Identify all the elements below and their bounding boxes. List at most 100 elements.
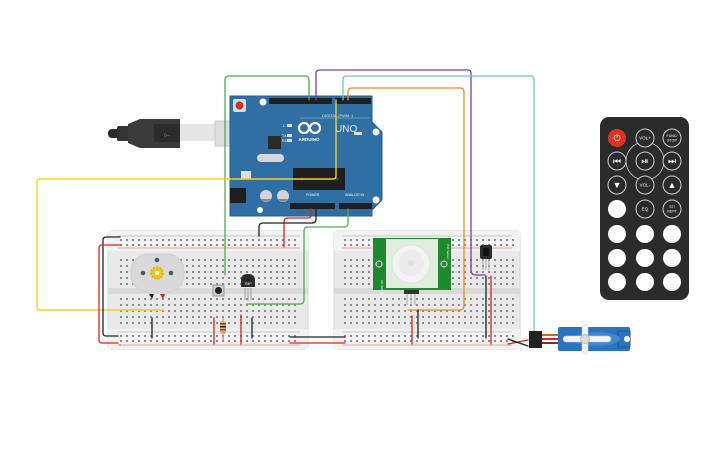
breadboard-hole[interactable]: [228, 310, 230, 312]
breadboard-hole[interactable]: [186, 244, 188, 246]
breadboard-hole[interactable]: [458, 259, 460, 261]
breadboard-hole[interactable]: [482, 310, 484, 312]
breadboard-hole[interactable]: [228, 298, 230, 300]
breadboard-hole[interactable]: [156, 310, 158, 312]
breadboard-hole[interactable]: [482, 322, 484, 324]
breadboard-hole[interactable]: [422, 298, 424, 300]
breadboard-hole[interactable]: [368, 310, 370, 312]
breadboard-hole[interactable]: [446, 316, 448, 318]
breadboard-hole[interactable]: [150, 310, 152, 312]
breadboard-hole[interactable]: [392, 316, 394, 318]
breadboard-hole[interactable]: [512, 335, 514, 337]
breadboard-hole[interactable]: [350, 322, 352, 324]
breadboard-hole[interactable]: [506, 316, 508, 318]
breadboard-hole[interactable]: [356, 239, 358, 241]
remote-button-digit-9[interactable]: 9: [663, 273, 681, 291]
breadboard-hole[interactable]: [276, 340, 278, 342]
breadboard-hole[interactable]: [476, 310, 478, 312]
breadboard-hole[interactable]: [440, 322, 442, 324]
breadboard-hole[interactable]: [282, 316, 284, 318]
breadboard-hole[interactable]: [350, 298, 352, 300]
breadboard-hole[interactable]: [464, 310, 466, 312]
breadboard-hole[interactable]: [258, 298, 260, 300]
breadboard-hole[interactable]: [362, 298, 364, 300]
breadboard-hole[interactable]: [386, 310, 388, 312]
breadboard-hole[interactable]: [252, 335, 254, 337]
breadboard-hole[interactable]: [392, 322, 394, 324]
breadboard-hole[interactable]: [246, 316, 248, 318]
breadboard-hole[interactable]: [482, 271, 484, 273]
breadboard-hole[interactable]: [506, 298, 508, 300]
breadboard-hole[interactable]: [398, 340, 400, 342]
breadboard-hole[interactable]: [488, 340, 490, 342]
breadboard-hole[interactable]: [138, 316, 140, 318]
breadboard-hole[interactable]: [512, 304, 514, 306]
breadboard-hole[interactable]: [186, 322, 188, 324]
breadboard-hole[interactable]: [476, 335, 478, 337]
breadboard-hole[interactable]: [228, 283, 230, 285]
breadboard-hole[interactable]: [356, 244, 358, 246]
breadboard-hole[interactable]: [362, 335, 364, 337]
breadboard-hole[interactable]: [192, 322, 194, 324]
breadboard-hole[interactable]: [144, 335, 146, 337]
breadboard-hole[interactable]: [446, 322, 448, 324]
breadboard-hole[interactable]: [204, 304, 206, 306]
breadboard-hole[interactable]: [500, 298, 502, 300]
breadboard-hole[interactable]: [168, 322, 170, 324]
breadboard-hole[interactable]: [288, 298, 290, 300]
breadboard-hole[interactable]: [294, 271, 296, 273]
breadboard-hole[interactable]: [264, 316, 266, 318]
breadboard-hole[interactable]: [162, 244, 164, 246]
breadboard-hole[interactable]: [120, 304, 122, 306]
breadboard-hole[interactable]: [368, 316, 370, 318]
breadboard-hole[interactable]: [506, 277, 508, 279]
breadboard-hole[interactable]: [198, 259, 200, 261]
breadboard-hole[interactable]: [458, 304, 460, 306]
breadboard-hole[interactable]: [276, 271, 278, 273]
breadboard-hole[interactable]: [350, 277, 352, 279]
breadboard-hole[interactable]: [132, 335, 134, 337]
breadboard-hole[interactable]: [282, 340, 284, 342]
breadboard-hole[interactable]: [132, 239, 134, 241]
breadboard-hole[interactable]: [246, 335, 248, 337]
breadboard-hole[interactable]: [192, 310, 194, 312]
breadboard-hole[interactable]: [150, 244, 152, 246]
breadboard-hole[interactable]: [204, 340, 206, 342]
breadboard-hole[interactable]: [204, 277, 206, 279]
breadboard-hole[interactable]: [174, 340, 176, 342]
wire-orange[interactable]: [347, 87, 465, 311]
breadboard-hole[interactable]: [362, 239, 364, 241]
servo-connector[interactable]: [529, 331, 542, 348]
breadboard-hole[interactable]: [156, 316, 158, 318]
breadboard-hole[interactable]: [374, 335, 376, 337]
breadboard-hole[interactable]: [120, 335, 122, 337]
pir-sensor[interactable]: HC-SR501 PIR Sensor: [373, 238, 451, 305]
breadboard-hole[interactable]: [452, 244, 454, 246]
breadboard-hole[interactable]: [494, 322, 496, 324]
breadboard-hole[interactable]: [246, 304, 248, 306]
breadboard-hole[interactable]: [150, 335, 152, 337]
breadboard-hole[interactable]: [216, 322, 218, 324]
breadboard-hole[interactable]: [392, 310, 394, 312]
breadboard-hole[interactable]: [452, 271, 454, 273]
breadboard-hole[interactable]: [180, 316, 182, 318]
arduino-uno-board[interactable]: DIGITAL (PWM~) ARDUINO UNO L TX RX POWER…: [229, 95, 383, 217]
servo-motor[interactable]: [529, 323, 631, 355]
breadboard-hole[interactable]: [258, 265, 260, 267]
breadboard-hole[interactable]: [120, 239, 122, 241]
breadboard-hole[interactable]: [150, 298, 152, 300]
remote-button-power[interactable]: ⏻: [608, 129, 626, 147]
breadboard-hole[interactable]: [446, 310, 448, 312]
breadboard-hole[interactable]: [392, 335, 394, 337]
breadboard-hole[interactable]: [500, 304, 502, 306]
breadboard-hole[interactable]: [506, 265, 508, 267]
breadboard-hole[interactable]: [162, 239, 164, 241]
breadboard-hole[interactable]: [258, 277, 260, 279]
breadboard-hole[interactable]: [350, 239, 352, 241]
breadboard-hole[interactable]: [138, 335, 140, 337]
breadboard-hole[interactable]: [210, 265, 212, 267]
breadboard-hole[interactable]: [246, 322, 248, 324]
breadboard-hole[interactable]: [246, 259, 248, 261]
breadboard-hole[interactable]: [156, 304, 158, 306]
